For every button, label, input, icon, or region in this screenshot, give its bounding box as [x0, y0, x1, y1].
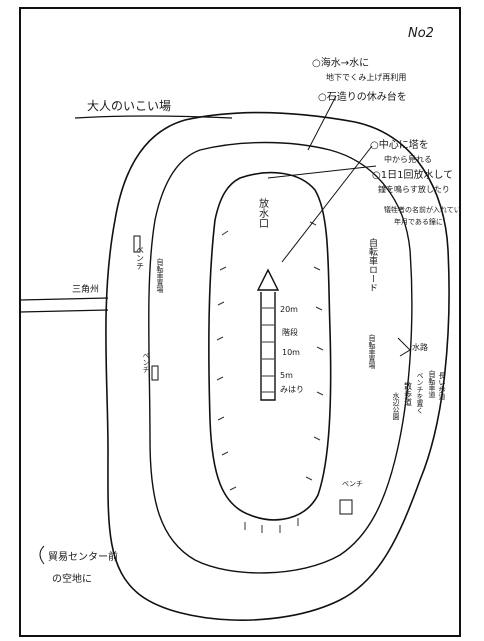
bottom-note-1: 貿易センター前 — [48, 550, 118, 563]
note-memorial-b: 年月である鐘に — [394, 217, 443, 226]
label-bench-bottom: ベンチ — [142, 352, 150, 373]
right-note-1: 長い歩道 — [438, 372, 446, 401]
label-canal: 三角州 — [72, 283, 99, 295]
note-center-tower: ○中心に塔を — [370, 138, 429, 151]
inner-island — [208, 171, 332, 521]
bottom-note-bracket — [39, 545, 45, 565]
bench-left-marker — [133, 235, 141, 253]
right-note-4: 散歩道 — [404, 381, 413, 407]
water-outlet-label: 放水口 — [257, 197, 269, 228]
bench-right-marker — [339, 499, 353, 515]
label-path-left: 自転車置場 — [156, 257, 164, 294]
tower-triangle-icon — [256, 268, 280, 291]
label-path-right: 自転車置場 — [368, 333, 376, 370]
label-bench-right: ベンチ — [342, 480, 363, 488]
right-note-5: 水辺公園 — [392, 391, 400, 421]
bench-bottom-marker — [151, 365, 159, 381]
leader-lines — [267, 95, 377, 263]
canal-lines — [19, 297, 109, 313]
island-hatching — [216, 221, 324, 533]
page-number: No2 — [408, 26, 434, 41]
note-seawater: ○海水→水に — [312, 56, 369, 69]
note-water-release: ○1日1回放水して — [372, 168, 453, 181]
right-note-3: ベンチを置く — [416, 372, 424, 414]
label-cycling-road: 自転車ロード — [367, 237, 378, 292]
note-center-tower-sub: 中から見れる — [384, 154, 432, 164]
outer-enclosure — [105, 111, 450, 621]
right-entrance-mark — [397, 337, 411, 357]
tower-dimension-4: 5m — [280, 371, 293, 380]
middle-path — [148, 141, 413, 574]
tower-dimension-1: 20m — [280, 305, 298, 314]
right-note-2: 自転車道 — [428, 369, 436, 399]
tower-rungs — [262, 307, 274, 393]
tower-shaft — [260, 292, 276, 401]
note-seawater-detail: 地下でくみ上げ再利用 — [326, 72, 406, 82]
tower-dimension-3: 10m — [282, 348, 300, 357]
bottom-note-2: の空地に — [52, 572, 92, 585]
plan-title: 大人のいこい場 — [87, 99, 171, 113]
title-underline — [74, 115, 233, 119]
tower-dimension-2: 階段 — [282, 327, 298, 337]
tower-dimension-5: みはり — [280, 385, 304, 394]
label-bench-left: ベンチ — [136, 246, 145, 270]
note-stone-bench: ○石造りの休み台を — [318, 90, 407, 103]
note-memorial-a: 犠牲者の名前が入れてい — [384, 205, 461, 214]
note-water-release-sub: 鐘を鳴らす放したり — [378, 184, 450, 194]
label-waterway: 水路 — [412, 342, 428, 352]
